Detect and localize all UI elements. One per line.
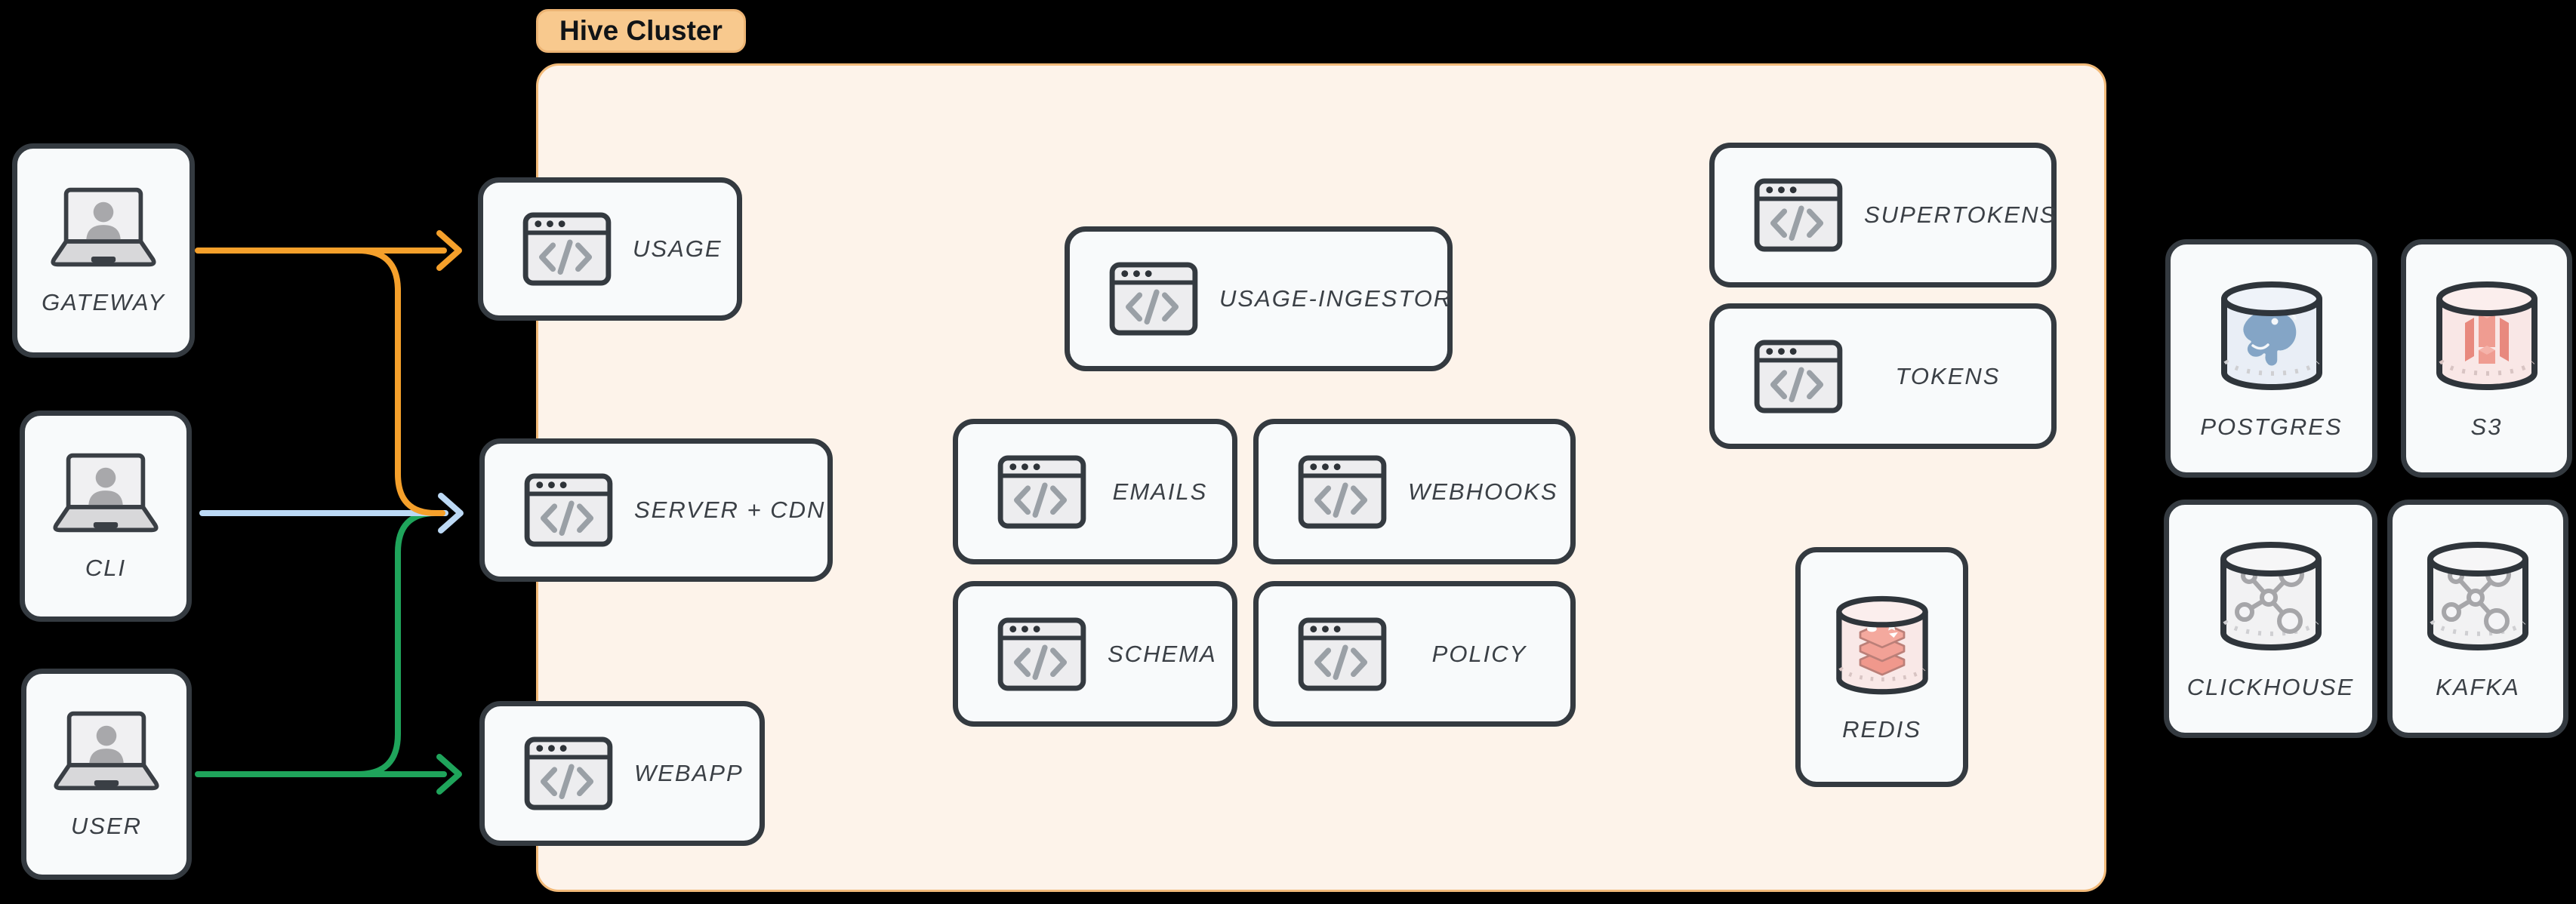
hive-cluster-badge: Hive Cluster [536, 9, 746, 53]
arrow-cli-blue [199, 493, 464, 533]
service-label-server-cdn: SERVER + CDN [634, 497, 826, 523]
code-window-icon [1754, 340, 1843, 414]
code-window-icon [1298, 455, 1387, 529]
code-window-icon [1109, 262, 1198, 336]
service-node-tokens: TOKENS [1709, 303, 2057, 449]
code-window-icon [524, 473, 613, 547]
hive-cluster-label: Hive Cluster [559, 15, 723, 46]
service-label-supertokens: SUPERTOKENS [1864, 201, 2057, 228]
service-label-usage: USAGE [633, 235, 723, 262]
code-window-icon [522, 212, 612, 286]
arrowhead-server [438, 493, 464, 533]
actor-node-cli: CLI [20, 410, 192, 622]
service-node-policy: POLICY [1253, 581, 1576, 727]
service-label-usage-ingestor: USAGE-INGESTOR [1219, 285, 1453, 312]
datastore-label-clickhouse: CLICKHOUSE [2186, 674, 2355, 700]
service-label-webhooks: WEBHOOKS [1408, 478, 1558, 505]
arrow-user-green [195, 510, 462, 795]
datastore-node-s3: S3 [2401, 239, 2572, 478]
datastore-label-postgres: POSTGRES [2200, 414, 2343, 440]
service-node-usage-ingestor: USAGE-INGESTOR [1065, 226, 1453, 371]
service-node-emails: EMAILS [953, 419, 1237, 564]
network-database-icon [2214, 537, 2328, 657]
postgres-database-icon [2215, 276, 2328, 397]
code-window-icon [997, 455, 1086, 529]
laptop-user-icon [49, 709, 164, 793]
code-window-icon [1754, 178, 1843, 252]
service-node-server-cdn: SERVER + CDN [479, 438, 833, 582]
code-window-icon [524, 736, 613, 810]
datastore-node-kafka: KAFKA [2387, 500, 2568, 738]
code-window-icon [1298, 617, 1387, 691]
datastore-node-clickhouse: CLICKHOUSE [2164, 500, 2377, 738]
laptop-user-icon [46, 185, 161, 269]
cache-label-redis: REDIS [1842, 716, 1921, 743]
actor-node-user: USER [21, 669, 192, 880]
redis-database-icon [1831, 591, 1934, 701]
datastore-label-kafka: KAFKA [2436, 674, 2520, 700]
arrowhead-usage [436, 230, 462, 271]
arrow-gateway-orange [195, 230, 462, 516]
cache-node-redis: REDIS [1795, 547, 1968, 787]
s3-database-icon [2430, 276, 2544, 397]
network-database-icon [2421, 537, 2534, 657]
arrow-user-to-server-branch [355, 510, 447, 777]
service-label-schema: SCHEMA [1108, 640, 1217, 667]
laptop-user-icon [48, 450, 163, 535]
arrow-gateway-to-server-branch [355, 248, 445, 516]
service-label-tokens: TOKENS [1895, 362, 2001, 389]
service-label-emails: EMAILS [1112, 478, 1208, 505]
service-node-supertokens: SUPERTOKENS [1709, 143, 2057, 287]
service-node-usage: USAGE [478, 177, 742, 321]
actor-label-user: USER [70, 813, 143, 839]
datastore-label-s3: S3 [2470, 414, 2503, 440]
actor-label-gateway: GATEWAY [42, 289, 165, 315]
service-label-policy: POLICY [1431, 640, 1527, 667]
service-label-webapp: WEBAPP [634, 760, 744, 786]
actor-label-cli: CLI [85, 555, 127, 581]
service-node-webhooks: WEBHOOKS [1253, 419, 1576, 564]
service-node-webapp: WEBAPP [479, 701, 765, 846]
service-node-schema: SCHEMA [953, 581, 1237, 727]
code-window-icon [997, 617, 1086, 691]
arrowhead-webapp [436, 754, 462, 795]
actor-node-gateway: GATEWAY [12, 143, 195, 358]
datastore-node-postgres: POSTGRES [2165, 239, 2377, 478]
